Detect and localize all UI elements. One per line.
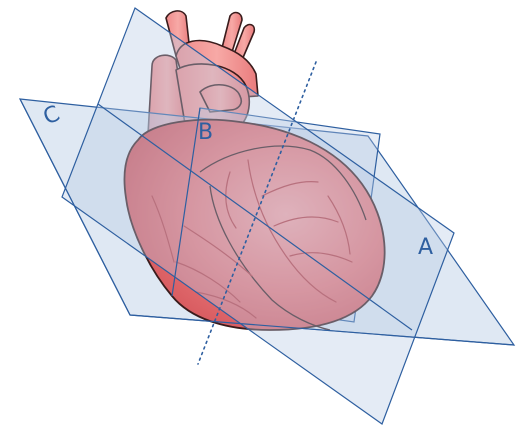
plane-a <box>62 8 454 424</box>
plane-label-a: A <box>418 235 433 260</box>
plane-a-surface <box>62 8 454 424</box>
plane-label-b: B <box>198 120 213 145</box>
